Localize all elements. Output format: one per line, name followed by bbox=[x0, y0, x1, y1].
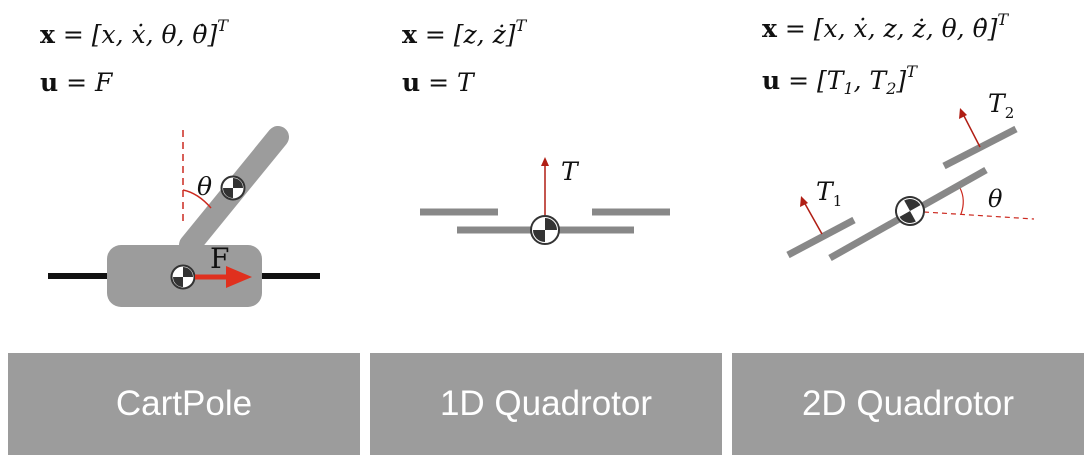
quadrotor-2d-t2-label: T2 bbox=[988, 89, 1014, 122]
quadrotor-2d-t2-arrowhead bbox=[959, 108, 967, 119]
quadrotor-2d-t1-label: T1 bbox=[816, 177, 842, 210]
cartpole-force-label: F bbox=[210, 242, 229, 275]
quadrotor-2d-state-equation: x = [x, ẋ, z, ż, θ, θ̇]T bbox=[762, 10, 1009, 43]
cartpole-diagram: θ F bbox=[48, 126, 320, 307]
quadrotor-2d-t1-arrowhead bbox=[800, 196, 808, 207]
quadrotor-2d-horizontal-reference bbox=[923, 211, 1035, 220]
quadrotor-2d-right-rotor bbox=[942, 125, 1018, 170]
quadrotor-2d-label: 2D Quadrotor bbox=[801, 384, 1015, 423]
quadrotor-1d-input-equation: u = T bbox=[402, 68, 474, 97]
quadrotor-1d-label: 1D Quadrotor bbox=[439, 384, 653, 423]
quadrotor-1d-thrust-arrowhead bbox=[541, 157, 549, 166]
quadrotor-1d-state-equation: x = [z, ż]T bbox=[402, 16, 527, 49]
quadrotor-2d-t2-arrow bbox=[962, 113, 981, 148]
quadrotor-2d-label-box: 2D Quadrotor bbox=[732, 353, 1084, 455]
quadrotor-1d-label-box: 1D Quadrotor bbox=[370, 353, 722, 455]
cartpole-label-box: CartPole bbox=[8, 353, 360, 455]
quadrotor-2d-input-equation: u = [T1, T2]T bbox=[762, 62, 917, 98]
quadrotor-1d-diagram: T bbox=[420, 157, 670, 245]
cartpole-panel: x = [x, ẋ, θ, θ̇]T u = F θ F bbox=[0, 0, 362, 460]
quadrotor-2d-t1-arrow bbox=[803, 201, 823, 235]
quadrotor-1d-thrust-label: T bbox=[561, 157, 580, 186]
quadrotor-2d-theta-arc bbox=[959, 187, 964, 215]
quadrotor-2d-theta-label: θ bbox=[988, 185, 1003, 213]
quadrotor-2d-diagram: T1 T2 θ bbox=[786, 89, 1035, 262]
cartpole-theta-label: θ bbox=[197, 172, 212, 201]
quadrotor-1d-panel: x = [z, ż]T u = T T 1D Quadrotor bbox=[362, 0, 724, 460]
cartpole-input-equation: u = F bbox=[40, 68, 113, 97]
cartpole-state-equation: x = [x, ẋ, θ, θ̇]T bbox=[40, 16, 228, 49]
quadrotor-2d-left-rotor bbox=[786, 216, 856, 259]
quadrotor-2d-panel: x = [x, ẋ, z, ż, θ, θ̇]T u = [T1, T2]T T… bbox=[724, 0, 1090, 460]
cartpole-theta-arc bbox=[182, 189, 212, 209]
quadrotor-2d-com-icon bbox=[895, 196, 925, 226]
cartpole-label: CartPole bbox=[115, 384, 253, 423]
cartpole-cart-com-icon bbox=[170, 264, 196, 290]
cartpole-force-arrowhead bbox=[226, 266, 252, 288]
cartpole-pole-com-icon bbox=[220, 175, 246, 201]
quadrotor-1d-com-icon bbox=[530, 215, 560, 245]
